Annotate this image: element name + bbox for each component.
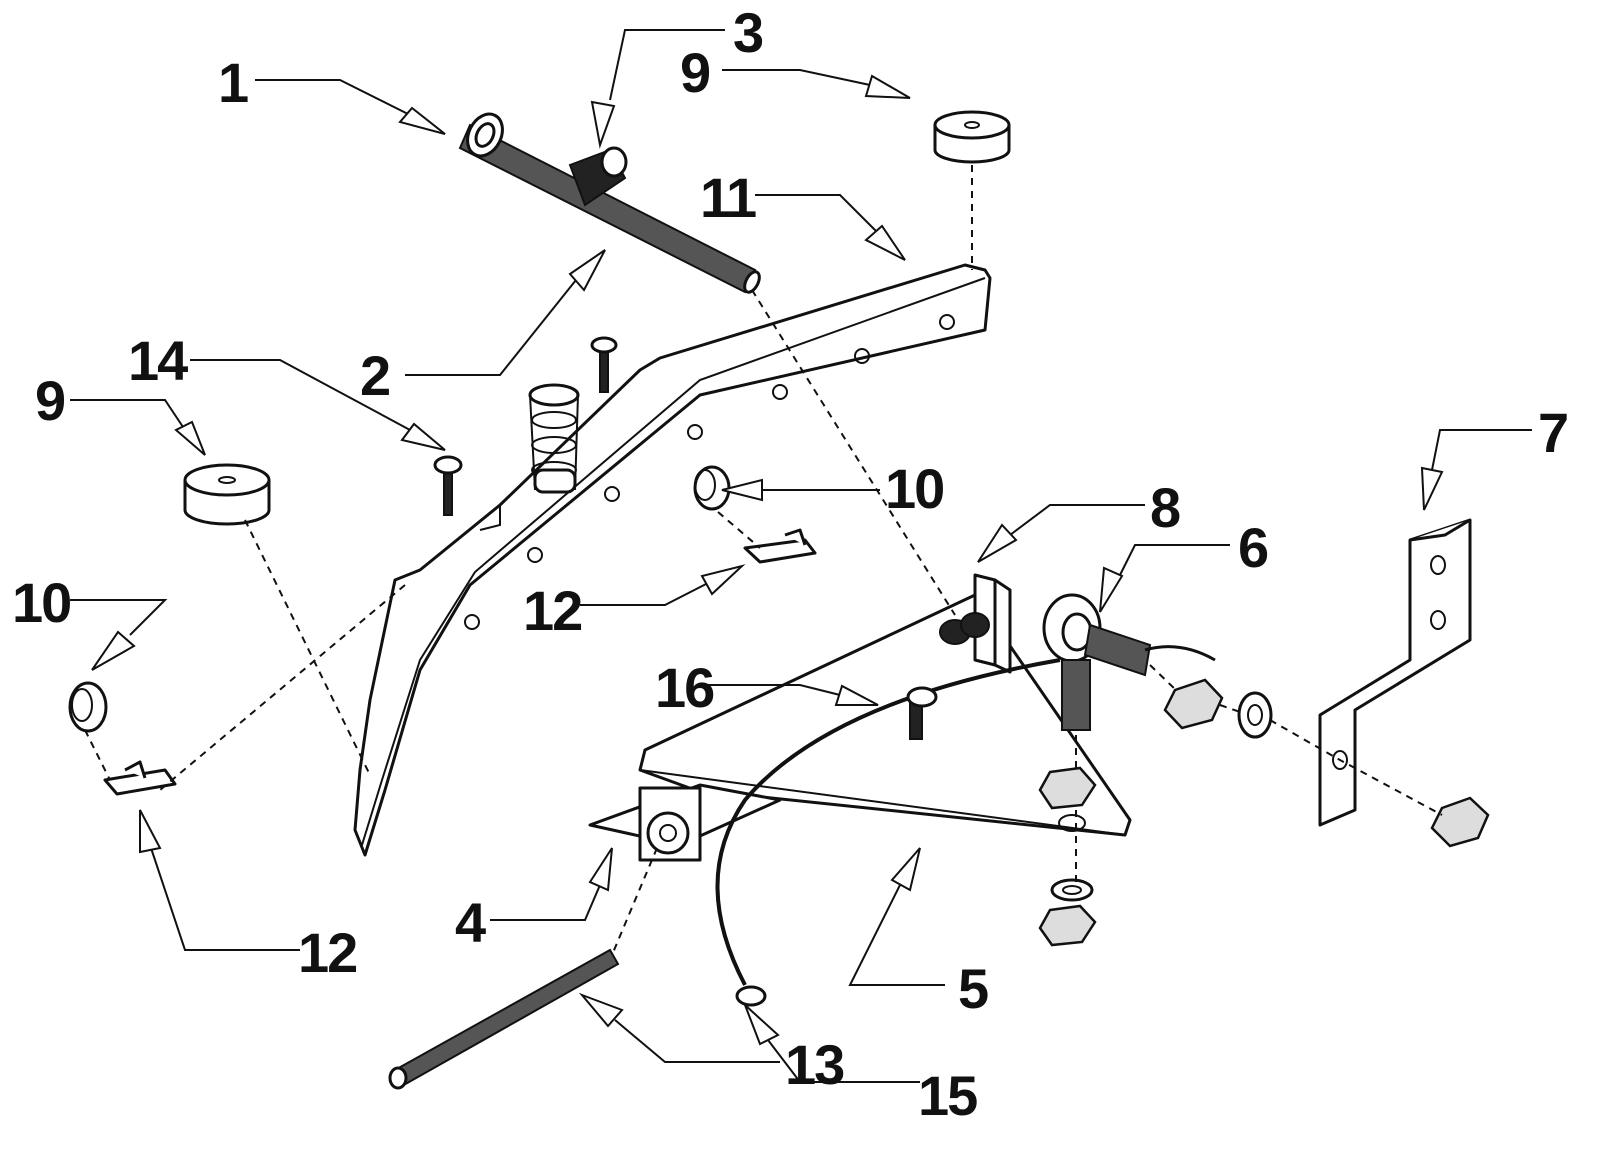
label-10-right: 10 [885, 457, 943, 520]
nut-washer-vertical [1038, 766, 1097, 947]
spring-holder [528, 383, 580, 494]
label-9-top: 9 [680, 41, 710, 104]
wire-cable [715, 645, 1216, 1007]
wing-bolt-left [433, 455, 463, 516]
label-12-left: 12 [298, 921, 356, 984]
loose-rod [388, 948, 620, 1090]
label-3: 3 [733, 1, 763, 64]
label-12-right: 12 [523, 579, 581, 642]
pipe-assembly [458, 112, 761, 294]
wing-bolt-right [590, 336, 618, 393]
clip-right [743, 528, 817, 564]
leader-lines [70, 29, 1532, 1083]
label-11: 11 [700, 166, 756, 229]
roller-left [183, 463, 271, 526]
label-6: 6 [1238, 516, 1268, 579]
nut-washer-horizontal [1163, 678, 1490, 848]
label-9-left: 9 [35, 369, 65, 432]
label-15: 15 [918, 1064, 977, 1127]
label-13: 13 [785, 1033, 844, 1096]
assembly-lines [84, 165, 1443, 956]
label-16: 16 [655, 656, 714, 719]
label-14: 14 [128, 329, 188, 392]
z-bracket [1318, 518, 1472, 827]
roller-top [933, 110, 1011, 164]
label-8: 8 [1150, 476, 1180, 539]
eye-bolt [1042, 593, 1152, 731]
small-wheel-left [68, 681, 108, 733]
triangular-base-plate [588, 573, 1132, 862]
label-2: 2 [360, 344, 389, 407]
curved-arm [353, 263, 992, 857]
small-wheel-right [693, 465, 731, 511]
clip-left [103, 760, 177, 796]
label-5: 5 [958, 957, 988, 1020]
part-numbers: 1 3 9 11 2 14 9 10 12 10 12 8 6 7 16 4 5… [12, 1, 1569, 1127]
label-1: 1 [218, 51, 248, 114]
label-7: 7 [1538, 401, 1567, 464]
label-10-left: 10 [12, 571, 70, 634]
label-4: 4 [455, 891, 486, 954]
